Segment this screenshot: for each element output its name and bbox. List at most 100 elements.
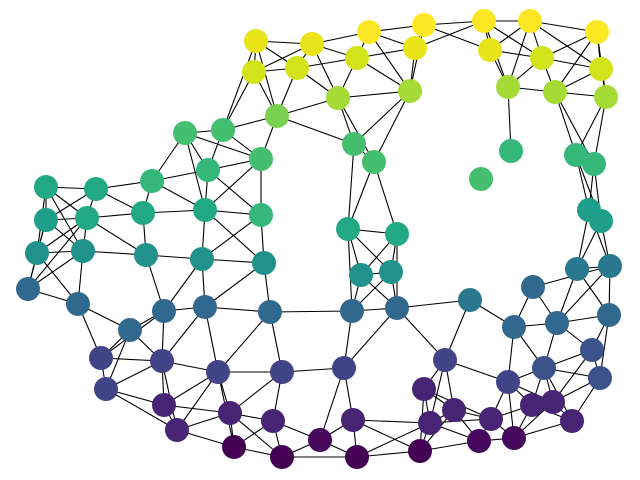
graph-edge — [347, 143, 355, 230]
graph-edge — [347, 228, 353, 312]
graph-node — [66, 292, 90, 316]
graph-node — [265, 104, 289, 128]
graph-edge — [269, 310, 353, 313]
graph-node — [326, 86, 350, 110]
graph-node — [34, 175, 58, 199]
graph-edge — [414, 20, 485, 49]
graph-node — [193, 198, 217, 222]
graph-edge — [353, 90, 411, 145]
graph-edge — [396, 299, 471, 309]
graph-node — [458, 288, 482, 312]
graph-edge — [352, 419, 431, 424]
graph-node — [496, 75, 520, 99]
graph-edge — [373, 90, 411, 163]
graph-node — [560, 409, 584, 433]
graph-edge — [276, 115, 355, 145]
graph-node — [25, 241, 49, 265]
graph-node — [131, 201, 155, 225]
graph-node — [385, 222, 409, 246]
graph-node — [222, 435, 246, 459]
graph-edge — [337, 97, 375, 163]
graph-node — [89, 346, 113, 370]
graph-node — [478, 38, 502, 62]
graph-node — [502, 315, 526, 339]
graph-node — [532, 356, 556, 380]
graph-node — [150, 349, 174, 373]
graph-node — [469, 167, 493, 191]
graph-edge — [556, 265, 611, 324]
graph-node — [541, 390, 565, 414]
graph-node — [190, 247, 214, 271]
graph-node — [521, 275, 545, 299]
graph-node — [362, 150, 386, 174]
graph-node — [16, 277, 40, 301]
graph-node — [543, 80, 567, 104]
graph-edge — [184, 132, 262, 160]
graph-node — [345, 445, 369, 469]
graph-node — [597, 303, 621, 327]
graph-edge — [204, 158, 262, 211]
graph-node — [165, 418, 189, 442]
graph-node — [341, 408, 365, 432]
graph-node — [502, 426, 526, 450]
graph-node — [398, 79, 422, 103]
graph-node — [582, 152, 606, 176]
graph-node — [442, 398, 466, 422]
graph-node — [152, 299, 176, 323]
graph-edge — [319, 367, 345, 441]
graph-node — [588, 366, 612, 390]
graph-node — [403, 36, 427, 60]
graph-node — [545, 311, 569, 335]
graph-node — [134, 243, 158, 267]
graph-node — [308, 428, 332, 452]
graph-node — [412, 13, 436, 37]
graph-node — [252, 251, 276, 275]
graph-node — [472, 9, 496, 33]
graph-node — [258, 300, 282, 324]
graph-edge — [352, 419, 421, 452]
graph-node — [140, 169, 164, 193]
graph-node — [285, 56, 309, 80]
graph-nodes — [16, 9, 622, 469]
graph-edge — [343, 307, 398, 369]
graph-node — [589, 209, 613, 233]
graph-edge — [201, 214, 262, 260]
graph-node — [94, 377, 118, 401]
graph-edge — [554, 31, 598, 93]
graph-edge — [184, 132, 206, 211]
graph-node — [518, 9, 542, 33]
graph-node — [520, 393, 544, 417]
graph-node — [594, 85, 618, 109]
graph-node — [332, 356, 356, 380]
graph-node — [211, 118, 235, 142]
graph-node — [218, 401, 242, 425]
graph-edge — [222, 40, 257, 131]
graph-node — [349, 263, 373, 287]
graph-node — [34, 208, 58, 232]
graph-node — [342, 132, 366, 156]
graph-edge — [27, 217, 88, 290]
graph-edge — [255, 40, 278, 117]
graph-node — [196, 158, 220, 182]
graph-node — [300, 32, 324, 56]
graph-node — [433, 348, 457, 372]
graph-node — [379, 260, 403, 284]
graph-node — [270, 360, 294, 384]
graph-node — [336, 217, 360, 241]
graph-node — [71, 239, 95, 263]
graph-node — [249, 147, 273, 171]
graph-node — [118, 318, 142, 342]
graph-node — [385, 296, 409, 320]
graph-node — [496, 370, 520, 394]
graph-edge — [217, 311, 271, 373]
graph-node — [357, 20, 381, 44]
graph-node — [173, 121, 197, 145]
graph-node — [75, 206, 99, 230]
graph-node — [418, 411, 442, 435]
graph-node — [598, 254, 622, 278]
graph-node — [499, 139, 523, 163]
graph-edge — [204, 209, 265, 264]
graph-node — [249, 203, 273, 227]
graph-node — [206, 360, 230, 384]
